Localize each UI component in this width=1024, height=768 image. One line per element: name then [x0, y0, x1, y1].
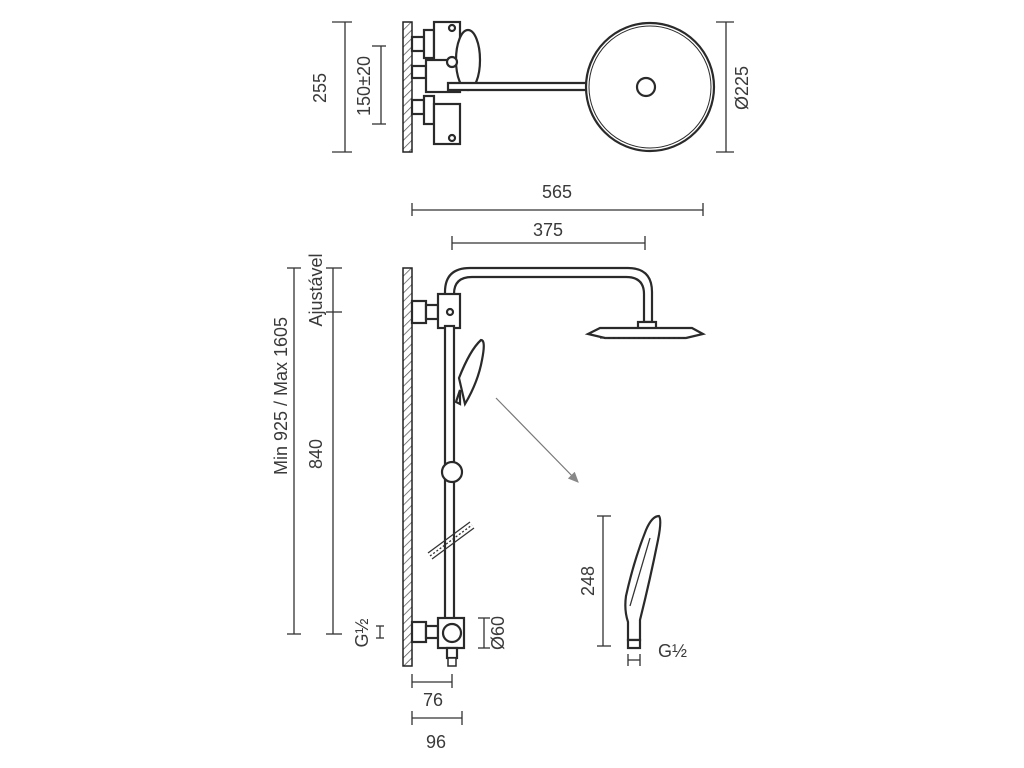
dim-255: 255 [310, 21, 352, 153]
dim-840: 840 [306, 312, 342, 635]
top-view: 255 150±20 Ø225 [310, 20, 752, 153]
dim-76-label: 76 [423, 690, 443, 710]
dim-min-max-label: Min 925 / Max 1605 [271, 317, 291, 475]
dim-d225: Ø225 [716, 21, 752, 153]
dim-d60: Ø60 [478, 616, 508, 650]
dim-375-label: 375 [533, 220, 563, 240]
dim-d225-label: Ø225 [732, 66, 752, 110]
dim-255-label: 255 [310, 73, 330, 103]
side-break-mark [427, 521, 475, 560]
dim-hand-thread: G½ [627, 641, 687, 666]
dim-375: 375 [451, 220, 646, 250]
hand-shower-detail: 248 G½ [578, 514, 687, 666]
dim-d60-label: Ø60 [488, 616, 508, 650]
top-wall [402, 21, 413, 153]
top-brackets [410, 20, 482, 146]
dim-150-label: 150±20 [354, 56, 374, 116]
dim-96: 96 [411, 711, 463, 752]
dim-840-label: 840 [306, 439, 326, 469]
dim-76: 76 [411, 674, 453, 710]
side-hand-shower [457, 338, 485, 407]
side-shower-head [584, 320, 707, 340]
dim-96-label: 96 [426, 732, 446, 752]
dim-565: 565 [411, 182, 704, 216]
side-view: 565 375 [271, 182, 707, 752]
dim-min-max: Min 925 / Max 1605 [271, 267, 301, 635]
dim-565-label: 565 [542, 182, 572, 202]
side-upper-bracket [410, 292, 462, 330]
side-slider-knob [440, 460, 464, 484]
dim-150: 150±20 [354, 45, 386, 125]
dim-inlet-thread-label: G½ [352, 618, 372, 647]
dim-hand-thread-label: G½ [658, 641, 687, 661]
side-valve [410, 616, 466, 667]
side-arm [443, 266, 654, 324]
side-wall [402, 267, 413, 667]
dim-adjustable: Ajustável [306, 253, 342, 327]
dim-adjustable-label: Ajustável [306, 253, 326, 326]
dim-inlet-thread: G½ [352, 618, 384, 648]
detail-hand-shower [624, 514, 662, 642]
dim-248-label: 248 [578, 566, 598, 596]
dim-248: 248 [578, 515, 611, 647]
detail-arrow [495, 397, 579, 483]
